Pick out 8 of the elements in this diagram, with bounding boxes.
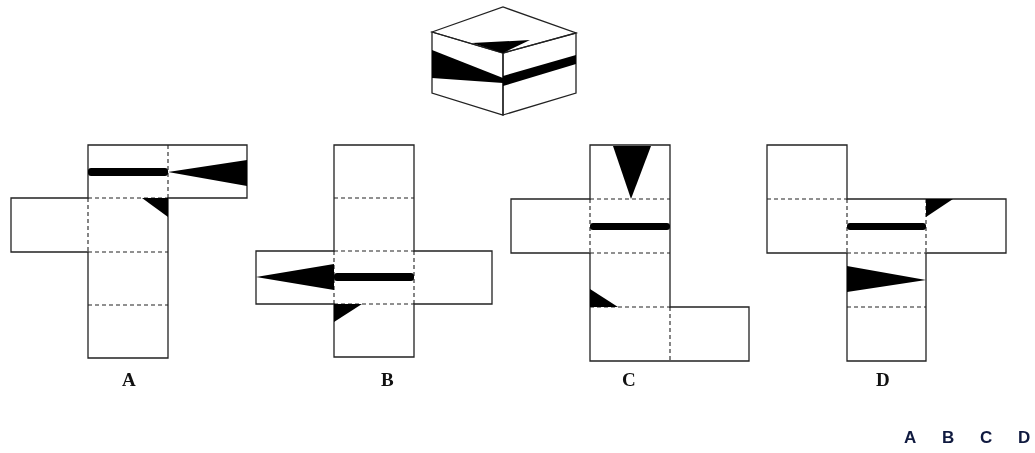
answer-choice: C bbox=[980, 429, 993, 447]
option-letter: C bbox=[622, 370, 636, 390]
answer-choice: D bbox=[1018, 429, 1031, 447]
option-letter: D bbox=[876, 370, 890, 390]
answer-choice: A bbox=[904, 429, 917, 447]
option-letter: B bbox=[381, 370, 394, 390]
answer-choice: B bbox=[942, 429, 955, 447]
option-letter: A bbox=[122, 370, 136, 390]
